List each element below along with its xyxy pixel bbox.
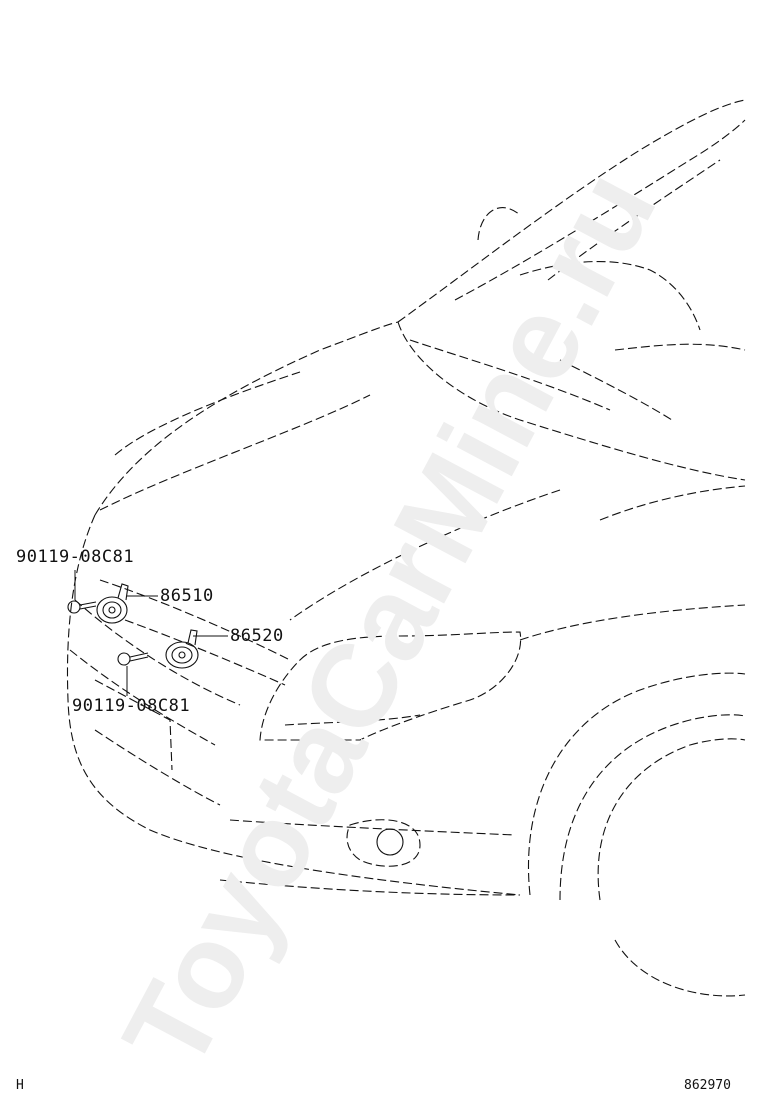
fender-top-line — [599, 485, 746, 521]
hood-leading-edge — [94, 321, 399, 516]
radiator-support-line-2 — [124, 619, 286, 686]
hood-vent-slot — [559, 359, 673, 421]
windshield-top-edge — [397, 99, 746, 323]
bumper-bottom-line — [219, 879, 521, 896]
windshield-inner-edge — [454, 119, 746, 301]
hood-inner-line — [99, 394, 371, 511]
tire-lower-edge — [614, 939, 746, 997]
horn-86520-part — [165, 629, 199, 669]
grille-top-line — [74, 599, 241, 706]
headlamp-outline — [259, 631, 522, 741]
grille-mid-line — [69, 649, 216, 746]
tire-outline — [597, 738, 746, 901]
cowl-line — [519, 261, 701, 331]
callout-horn-86520: 86520 — [230, 626, 284, 646]
hood-rear-edge — [397, 321, 746, 481]
headlamp-lower-lens — [284, 714, 421, 726]
fog-lamp-lens — [376, 828, 404, 856]
footer-left-code: H — [16, 1078, 24, 1093]
wiper-line — [547, 159, 721, 281]
cowl-trim-line — [614, 343, 746, 351]
bumper-lip-line — [229, 819, 516, 836]
bumper-outline — [66, 514, 521, 896]
mirror-outline — [477, 207, 521, 241]
hood-fender-seam — [289, 489, 561, 621]
hood-crease — [114, 371, 301, 456]
horn-86510-part — [96, 583, 129, 624]
bolt-lower-part — [117, 652, 149, 666]
callout-bolt-upper: 90119-08C81 — [16, 547, 135, 567]
callout-horn-86510: 86510 — [160, 586, 214, 606]
wheel-arch-inner — [559, 714, 746, 901]
bolt-upper-part — [67, 600, 97, 614]
fender-shoulder-line — [519, 604, 746, 641]
grille-opening — [94, 679, 173, 771]
footer-diagram-number: 862970 — [684, 1078, 731, 1093]
callout-bolt-lower: 90119-08C81 — [72, 696, 191, 716]
fog-lamp-housing — [346, 819, 421, 867]
bumper-lower-line — [94, 729, 221, 806]
wheel-arch-outer — [527, 672, 746, 896]
hood-vent-line — [409, 339, 611, 411]
